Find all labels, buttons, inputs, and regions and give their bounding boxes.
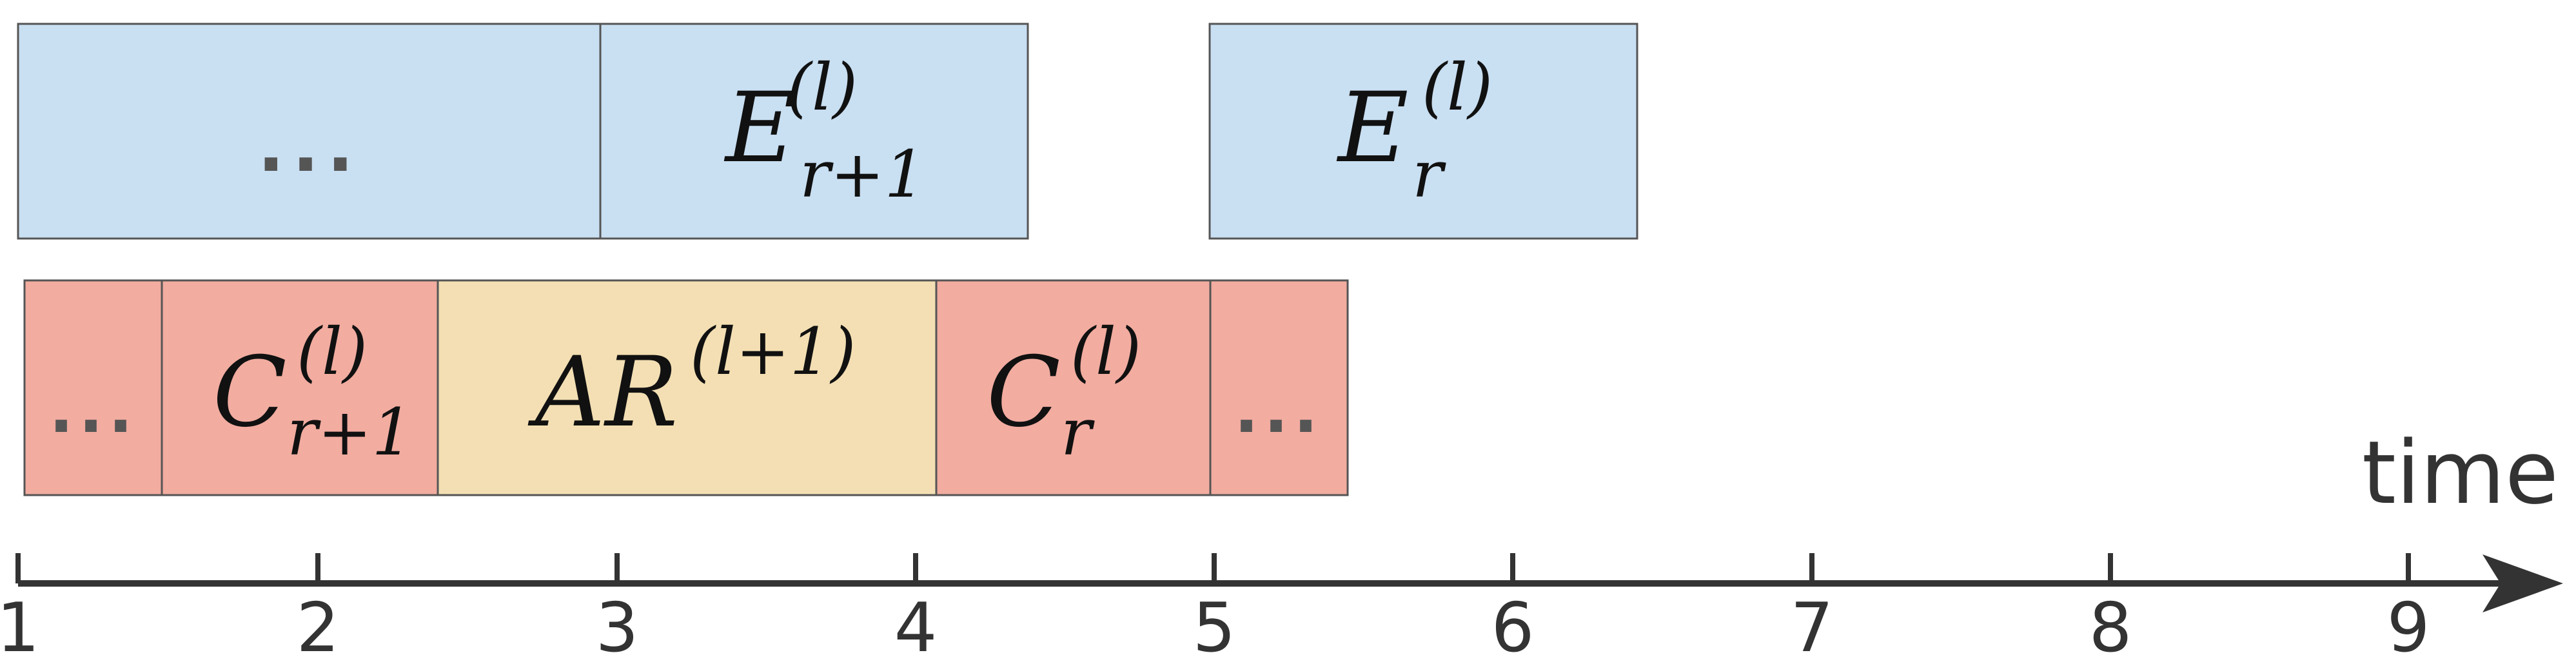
compute-sup-c-r-plus-1: (l) bbox=[297, 314, 368, 389]
axis-label: time bbox=[2362, 422, 2559, 523]
axis-tick-label: 5 bbox=[1193, 589, 1236, 664]
axis-tick-label: 4 bbox=[894, 589, 938, 664]
compute-block-c-r bbox=[935, 279, 1212, 496]
axis-tick-label: 3 bbox=[596, 589, 639, 664]
axis-tick-label: 7 bbox=[1791, 589, 1834, 664]
execution-row: ... E (l) r+1 E (l) r bbox=[17, 23, 1638, 240]
compute-ellipsis-left: ... bbox=[49, 372, 138, 447]
execution-sup-e-r-plus-1: (l) bbox=[787, 50, 858, 125]
compute-block-c-r-plus-1 bbox=[161, 279, 439, 496]
execution-label-e-r-plus-1: E bbox=[723, 72, 796, 184]
axis-tick-label: 2 bbox=[297, 589, 340, 664]
execution-block-e-r bbox=[1208, 23, 1638, 240]
axis-tick-labels: 1 2 3 4 5 6 7 8 9 bbox=[0, 589, 2430, 664]
compute-sub-c-r-plus-1: r+1 bbox=[287, 395, 413, 470]
time-axis: time 1 2 3 4 5 6 7 8 9 bbox=[0, 422, 2563, 664]
compute-block-ellipsis-left bbox=[23, 279, 163, 496]
axis-tick-label: 6 bbox=[1491, 589, 1535, 664]
allreduce-block bbox=[437, 279, 938, 496]
execution-sub-e-r: r bbox=[1412, 137, 1446, 212]
execution-block-ellipsis bbox=[17, 23, 602, 240]
execution-sub-e-r-plus-1: r+1 bbox=[800, 137, 925, 212]
compute-ellipsis-right: ... bbox=[1234, 372, 1323, 447]
execution-label-e-r: E bbox=[1336, 72, 1409, 184]
axis-arrowhead bbox=[2483, 554, 2563, 612]
axis-tick-label: 9 bbox=[2387, 589, 2430, 664]
execution-ellipsis: ... bbox=[257, 105, 361, 188]
axis-ticks bbox=[15, 553, 2411, 583]
axis-tick-label: 1 bbox=[0, 589, 39, 664]
execution-block-e-r-plus-1 bbox=[599, 23, 1029, 240]
compute-label-c-r-plus-1: C bbox=[213, 337, 287, 449]
compute-block-ellipsis-right bbox=[1209, 279, 1349, 496]
compute-sub-c-r: r bbox=[1061, 395, 1095, 470]
axis-tick-label: 8 bbox=[2089, 589, 2132, 664]
allreduce-sup: (l+1) bbox=[690, 314, 856, 389]
allreduce-label: AR bbox=[527, 337, 678, 449]
compute-row: ... C (l) r+1 AR (l+1) C (l) r ... bbox=[23, 279, 1349, 496]
compute-sup-c-r: (l) bbox=[1070, 314, 1141, 389]
execution-sup-e-r: (l) bbox=[1422, 50, 1493, 125]
compute-label-c-r: C bbox=[987, 337, 1061, 449]
